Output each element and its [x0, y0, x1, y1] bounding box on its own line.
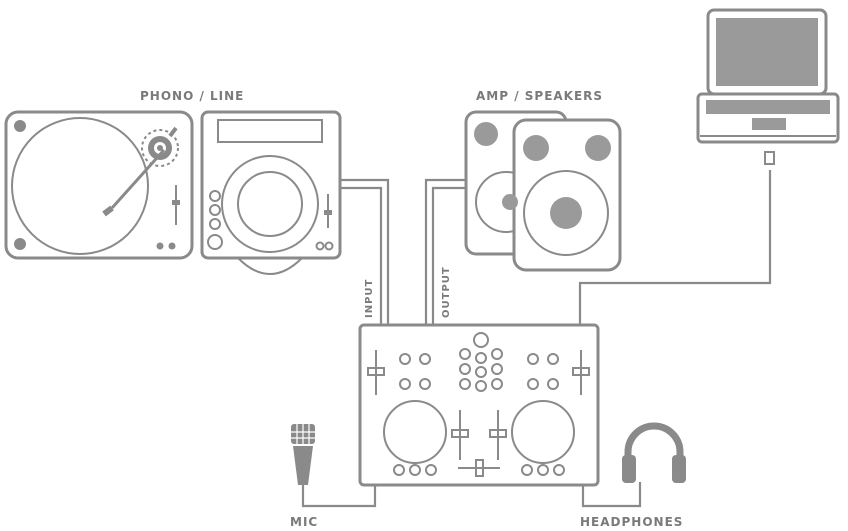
output-label: OUTPUT: [441, 266, 452, 318]
microphone-icon: [291, 424, 315, 485]
cables: [301, 170, 772, 508]
dj-controller-icon: [358, 323, 600, 487]
cd-player-icon: [200, 110, 342, 275]
phono-line-label: PHONO / LINE: [140, 89, 244, 103]
speakers-icon: [464, 110, 622, 272]
input-label: INPUT: [364, 279, 375, 318]
amp-speakers-label: AMP / SPEAKERS: [476, 89, 603, 103]
laptop-icon: [696, 8, 840, 165]
turntable-icon: [4, 110, 194, 260]
mic-label: MIC: [290, 515, 318, 529]
headphones-icon: [622, 422, 686, 483]
headphones-label: HEADPHONES: [580, 515, 683, 529]
